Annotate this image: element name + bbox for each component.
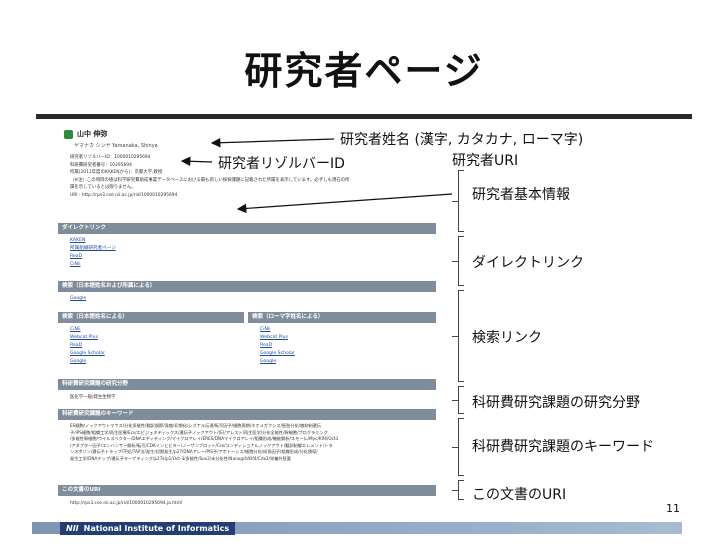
annotation-keywords: 科研費研究課題のキーワード [472,439,654,455]
field-value: 医化学一般/発生生物学 [70,395,116,400]
annotation-uri: 研究者URI [452,153,519,169]
researcher-info-block: 研究者リゾルバーID：1000010295694 科研費研究者番号：102956… [70,154,430,199]
nii-mark: NII [66,524,79,533]
link-google-ja[interactable]: Google [70,359,87,364]
researcher-name-row: 山中 伸弥 [64,129,107,139]
researcher-name: 山中 伸弥 [77,130,108,138]
keyword-line: 発生工学/DNAチップ/遺伝子ターゲティング/p27kip1/Oct-3/多能性… [70,455,291,461]
brace-research-field [452,386,464,414]
info-line: 科研費研究者番号：10295694 [70,162,132,168]
keyword-line: 子/iPS細胞/組織工学/再生医療/Ecs/エピジェネティックス/遺伝子ノックア… [70,429,328,435]
annotation-resolver-id: 研究者リゾルバーID [218,156,345,172]
nii-logo: NII National Institute of Informatics [60,522,236,535]
annotation-research-field: 科研費研究課題の研究分野 [472,395,640,411]
researcher-page-screenshot: 山中 伸弥 ヤマナカ シンヤ Yamanaka, Shinya 研究者リゾルバー… [56,124,438,510]
link-affiliation-page[interactable]: 所属組織研究者ページ [70,246,116,251]
brace-basic-info [452,170,464,232]
link-webcat-en[interactable]: Webcat Plus [260,335,288,340]
info-line: 所属(2011年度のKAKENから)：京都大学,教授 [70,170,163,175]
brace-direct-links [452,236,464,286]
keyword-line: ES細胞/ノックアウトマウス/分化多能性/翻訳調節/発癌/初期化/シグナル伝達/… [70,423,322,428]
section-header-search-all: 検索（日本語姓名および所属による） [58,281,436,292]
link-cinii-ja[interactable]: CiNii [70,327,81,332]
search-ja-links: CiNii Webcat Plus ReaD Google Scholar Go… [70,326,105,366]
link-cinii[interactable]: CiNii [70,262,81,267]
researcher-kana-roman: ヤマナカ シンヤ Yamanaka, Shinya [74,143,158,149]
link-google[interactable]: Google [70,296,87,301]
keywords-text: ES細胞/ノックアウトマウス/分化多能性/翻訳調節/発癌/初期化/シグナル伝達/… [70,423,432,463]
page-number: 11 [666,502,680,515]
keyword-line: /アダプター因子/エンハンサー解析/転写/CDKインヒビター/ノーザンブロット/… [70,442,333,448]
annotation-name: 研究者姓名 (漢字, カタカナ, ローマ字) [340,132,584,148]
keyword-line: ンスポゾン/遺伝子トラップ/不妊/TAP法/発生/初期発生/p27/DNAアレー… [70,449,318,455]
link-webcat-ja[interactable]: Webcat Plus [70,335,98,340]
link-read-en[interactable]: ReaD [260,343,273,348]
link-kaken[interactable]: KAKEN [70,238,86,243]
brace-search-links [452,290,464,382]
brace-keywords [452,418,464,476]
search-all-links: Google [70,295,86,303]
section-header-direct-links: ダイレクトリンク [58,223,436,234]
section-header-field: 科研費研究課題の研究分野 [58,379,436,390]
title-divider [36,114,692,119]
site-logo-icon [64,129,73,139]
section-header-search-ja: 検索（日本語姓名による） [58,312,244,323]
slide-title: 研究者ページ [244,49,484,93]
section-header-keywords: 科研費研究課題のキーワード [58,409,436,420]
annotation-basic-info: 研究者基本情報 [472,187,570,203]
arrow-to-uri [236,193,453,214]
annotation-search-links: 検索リンク [472,330,542,346]
keyword-line: /多能性幹細胞/ウイルスベクター/DNAエディティング/マイクロアレイ/ERES… [70,436,339,442]
link-google-en[interactable]: Google [260,359,277,364]
info-line: 属を示しているとは限りません。 [70,185,136,190]
info-line: （※注）この項目の値は科学研究費助成事業データベースにおける最も新しい採択課題に… [70,177,350,183]
link-scholar-en[interactable]: Google Scholar [260,351,295,356]
section-header-search-en: 検索（ローマ字姓名による） [248,312,436,323]
nii-name: National Institute of Informatics [83,524,230,533]
arrow-to-resolver-id [180,156,213,167]
search-en-links: CiNii Webcat Plus ReaD Google Scholar Go… [260,326,295,366]
section-header-doc-uri: この文書のURI [58,485,436,496]
direct-links-list: KAKEN 所属組織研究者ページ ReaD CiNii [70,237,116,269]
arrow-to-name [210,137,335,148]
info-line: URI : http://rps3.cse.nii.ac.jp/rid/1000… [70,192,178,198]
annotation-doc-uri: この文書のURI [472,487,567,503]
info-line: 研究者リゾルバーID：1000010295694 [70,155,151,160]
link-scholar-ja[interactable]: Google Scholar [70,351,105,356]
link-read[interactable]: ReaD [70,254,83,259]
link-read-ja[interactable]: ReaD [70,343,83,348]
link-cinii-en[interactable]: CiNii [260,327,271,332]
doc-uri-value: http://rps3.cse.nii.ac.jp/rid/1000010295… [70,501,183,506]
annotation-direct-links: ダイレクトリンク [472,255,584,271]
brace-doc-uri [452,480,464,500]
